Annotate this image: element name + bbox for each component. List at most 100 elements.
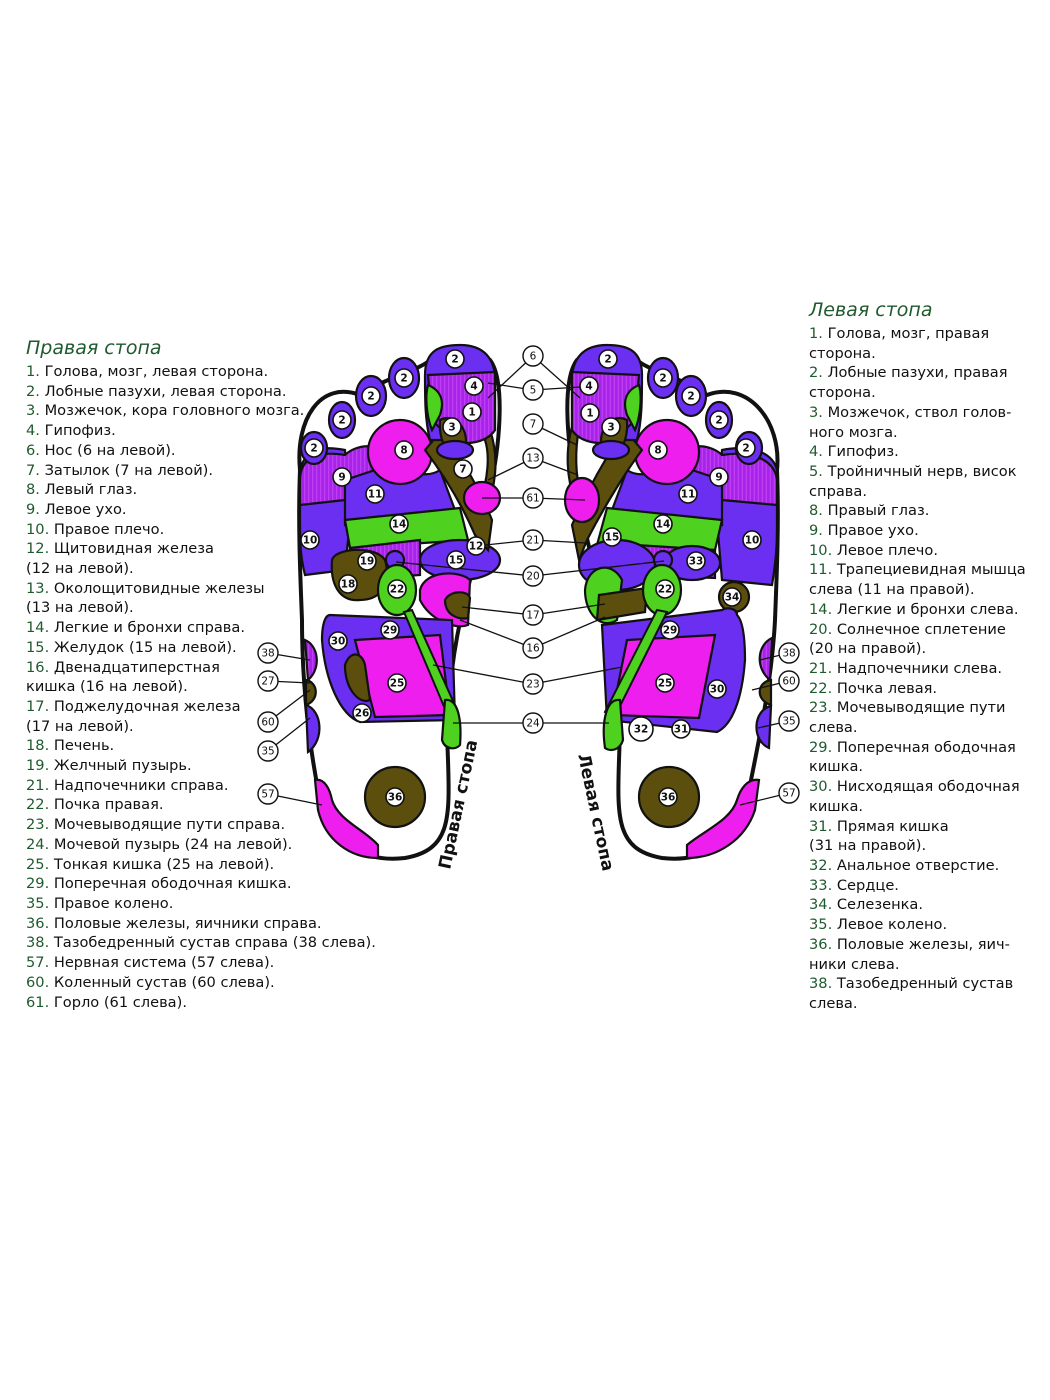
legend-item: 20. Солнечное сплетение (20 на правой). [809, 620, 1034, 659]
label-number: 25 [658, 678, 673, 690]
legend-item-number: 2. [26, 382, 40, 400]
label-badge [709, 410, 729, 430]
zone-6-right [435, 439, 475, 461]
callout-number: 23 [526, 679, 539, 691]
label-number: 1 [586, 408, 593, 420]
legend-item: 17. Поджелудочная железа (17 на левой). [26, 697, 396, 736]
callout-right-35: 35 [257, 740, 279, 762]
legend-item-text: Голова, мозг, правая сторона. [809, 325, 990, 362]
legend-item-text: Мозжечок, ствол голов- ного мозга. [809, 403, 1012, 441]
zone-label-right-8: 8 [394, 440, 414, 460]
legend-item-text: Правое плечо. [53, 520, 165, 538]
callout-circle [778, 642, 800, 664]
label-number: 36 [661, 792, 676, 804]
legend-item-text: Правый глаз. [827, 502, 930, 520]
leader-line [432, 664, 534, 685]
legend-item-text: Левое ухо. [44, 500, 127, 518]
callout-17: 17 [522, 604, 544, 626]
callout-circle [257, 642, 279, 664]
label-number: 2 [604, 354, 611, 366]
zone-label-left-8: 8 [648, 440, 668, 460]
legend-item: 9. Правое ухо. [809, 521, 1034, 541]
label-number: 2 [400, 373, 407, 385]
legend-item-text: Мочевыводящие пути справа. [53, 816, 286, 834]
zone-label-right-19: 19 [357, 551, 377, 571]
zone-57-right [313, 778, 380, 860]
legend-item-number: 3. [26, 402, 40, 420]
label-badge [332, 467, 352, 487]
legend-item-number: 10. [26, 520, 50, 538]
zone-label-right-15: 15 [446, 550, 466, 570]
callout-number: 57 [782, 788, 795, 800]
zone-label-left-2: 2 [598, 349, 618, 369]
legend-item-number: 1. [809, 325, 823, 342]
zone-label-left-36: 36 [658, 787, 678, 807]
zone-label-left-29: 29 [660, 620, 680, 640]
label-badge [394, 440, 414, 460]
legend-item-number: 29. [809, 738, 833, 756]
legend-item-text: Прямая кишка (31 на правой). [809, 817, 949, 855]
callout-number: 17 [526, 610, 539, 622]
legend-item-text: Околощитовидные железы (13 на левой). [26, 579, 265, 617]
label-badge [385, 787, 405, 807]
zone-label-left-22: 22 [655, 579, 675, 599]
callout-right-38: 38 [257, 642, 279, 664]
callout-number: 38 [261, 648, 274, 660]
zone-label-left-33: 33 [686, 551, 706, 571]
legend-item-text: Правое колено. [53, 894, 174, 912]
legend-item-text: Мочевой пузырь (24 на левой). [53, 835, 293, 853]
callout-number: 57 [261, 789, 274, 801]
zone-label-right-11: 11 [365, 484, 385, 504]
zone-5-left [591, 439, 631, 461]
label-number: 3 [448, 422, 455, 434]
zone-label-left-31: 31 [671, 719, 691, 739]
legend-item-number: 18. [26, 737, 50, 755]
label-number: 10 [303, 535, 318, 547]
callout-6: 6 [522, 345, 544, 367]
legend-item-number: 33. [809, 876, 833, 894]
callout-number: 27 [261, 676, 274, 688]
legend-item: 3. Мозжечок, кора головного мозга. [26, 401, 396, 421]
label-badge [653, 368, 673, 388]
zone-label-right-toe-2: 2 [394, 368, 414, 388]
callout-circle [522, 637, 544, 659]
legend-item-text: Затылок (7 на левой). [44, 461, 214, 479]
legend-item: 10. Левое плечо. [809, 541, 1034, 561]
legend-item-text: Тазобедренный сустав слева. [809, 975, 1014, 1012]
legend-item-text: Надпочечники справа. [53, 776, 229, 794]
zone-label-right-9: 9 [332, 467, 352, 487]
legend-item-number: 36. [26, 914, 50, 932]
label-number: 26 [355, 708, 370, 720]
label-badge [580, 403, 600, 423]
legend-item: 1. Голова, мозг, правая сторона. [809, 324, 1034, 363]
legend-item-text: Трапециевидная мышца слева (11 на правой… [809, 561, 1026, 599]
zone-label-right-toe-2: 2 [361, 386, 381, 406]
left-foot-legend: Левая стопа 1. Голова, мозг, правая стор… [809, 298, 1034, 1014]
zone-label-right-10: 10 [300, 530, 320, 550]
legend-item-number: 7. [26, 461, 40, 479]
label-number: 8 [654, 445, 661, 457]
callout-circle [522, 379, 544, 401]
legend-item: 23. Мочевыводящие пути слева. [809, 698, 1034, 737]
legend-item-text: Лобные пазухи, правая сторона. [809, 364, 1008, 402]
label-badge [453, 459, 473, 479]
legend-item-text: Нервная система (57 слева). [53, 954, 275, 972]
callout-right-60: 60 [257, 711, 279, 733]
legend-item-text: Нисходящая ободочная кишка. [809, 778, 1020, 815]
callout-circle [522, 673, 544, 695]
label-number: 18 [341, 579, 356, 591]
label-number: 15 [449, 555, 464, 567]
legend-item-text: Мозжечок, кора головного мозга. [44, 402, 305, 420]
legend-item-text: Поперечная ободочная кишка. [53, 875, 292, 893]
legend-item-number: 61. [26, 993, 50, 1011]
legend-item-text: Тройничный нерв, висок справа. [809, 462, 1017, 500]
label-number: 15 [605, 532, 620, 544]
legend-item: 5. Тройничный нерв, висок справа. [809, 462, 1034, 501]
label-badge [446, 550, 466, 570]
label-badge [736, 438, 756, 458]
label-badge [365, 484, 385, 504]
legend-item: 22. Почка правая. [26, 795, 396, 815]
legend-item-number: 2. [809, 364, 823, 382]
